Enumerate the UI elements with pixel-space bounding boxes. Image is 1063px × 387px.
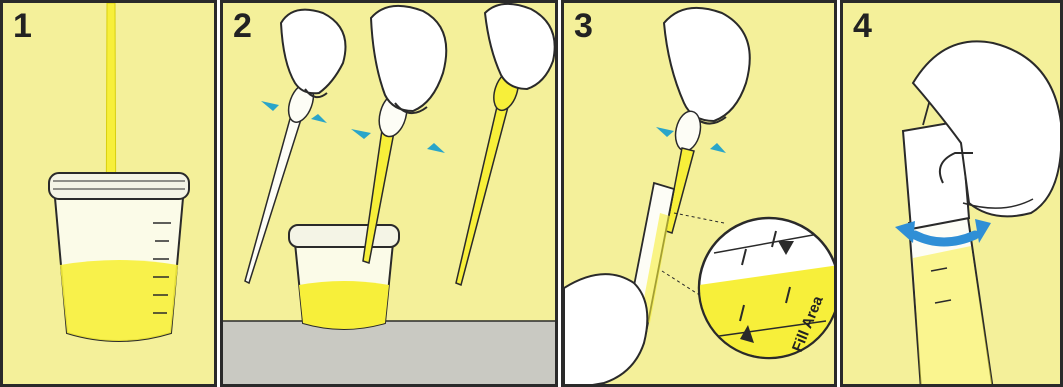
- specimen-cup-icon: [3, 3, 217, 387]
- magnifier-callout-icon: [699, 218, 837, 363]
- step-1-panel: 1: [0, 0, 217, 387]
- pipette-transfer-illustration: [223, 3, 558, 387]
- step-3-panel: 3: [561, 0, 837, 387]
- counter-surface: [223, 321, 558, 387]
- cap-tube-illustration: [843, 3, 1063, 387]
- hand-icon: [281, 10, 346, 94]
- step-2-panel: 2: [220, 0, 558, 387]
- step-4-panel: 4: [840, 0, 1063, 387]
